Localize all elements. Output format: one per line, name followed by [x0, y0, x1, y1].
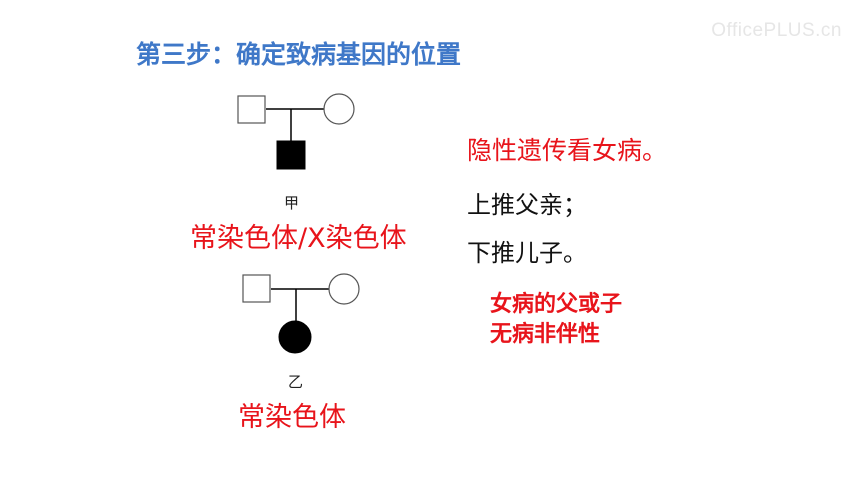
rule-check-father: 上推父亲；: [467, 191, 587, 219]
pedigree-yi-label: 乙: [288, 373, 304, 391]
tip-line-2: 无病非伴性: [490, 322, 601, 347]
slide-title: 第三步：确定致病基因的位置: [136, 40, 462, 69]
rule-recessive: 隐性遗传看女病。: [467, 136, 668, 165]
jia-son-affected-male: [276, 140, 306, 170]
watermark-logo: OfficePLUS.cn: [711, 20, 842, 41]
rule-check-son: 下推儿子。: [467, 239, 587, 267]
pedigree-yi-note: 常染色体: [238, 402, 346, 433]
pedigree-jia-note: 常染色体/X染色体: [190, 223, 407, 254]
pedigree-jia-label: 甲: [284, 194, 300, 212]
yi-daughter-affected-female: [278, 320, 312, 354]
yi-mother-unaffected-female: [328, 273, 360, 305]
jia-mother-unaffected-female: [323, 93, 355, 125]
tip-line-1: 女病的父或子: [490, 292, 623, 317]
jia-father-unaffected-male: [237, 95, 266, 124]
yi-father-unaffected-male: [242, 274, 271, 303]
